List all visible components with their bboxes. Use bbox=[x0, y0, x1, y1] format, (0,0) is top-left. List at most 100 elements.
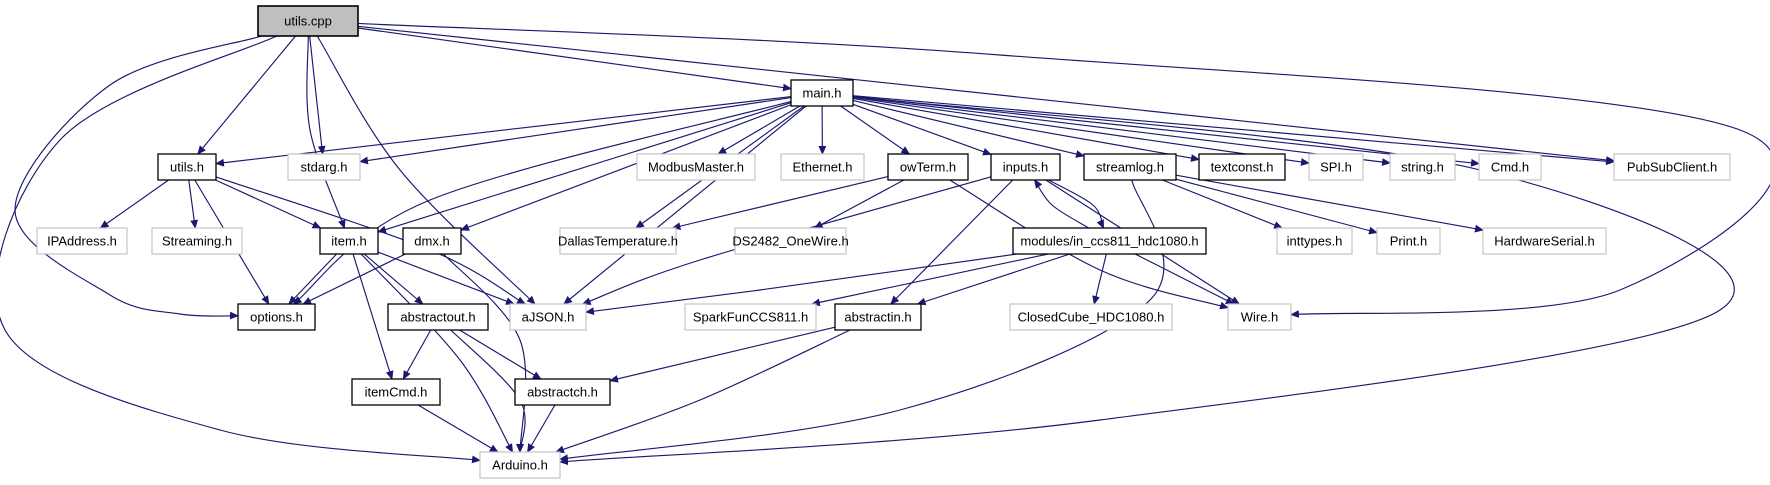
include-edge-streamlog.h-to-Print.h bbox=[1175, 178, 1378, 235]
node-rect-DallasTemperature.h[interactable] bbox=[559, 227, 677, 255]
graph-node-aJSON.h: aJSON.h bbox=[509, 303, 587, 331]
node-rect-aJSON.h[interactable] bbox=[509, 303, 587, 331]
include-edge-main.h-to-utils.h bbox=[215, 96, 792, 167]
include-edge-inputs.h-to-abstractin.h bbox=[890, 179, 1014, 305]
include-edge-modules/in_ccs811_hdc1080.h-to-abstractin.h bbox=[916, 253, 1071, 306]
edges-layer bbox=[0, 22, 1770, 466]
include-edge-utils.h-to-IPAddress.h bbox=[99, 179, 169, 229]
include-edge-main.h-to-aJSON.h bbox=[563, 105, 807, 305]
graph-node-SPI.h: SPI.h bbox=[1308, 153, 1364, 181]
include-edge-main.h-to-options.h bbox=[292, 100, 792, 305]
node-rect-ModbusMaster.h[interactable] bbox=[636, 153, 756, 181]
node-rect-abstractch.h[interactable] bbox=[514, 378, 611, 406]
include-edge-abstractin.h-to-abstractch.h bbox=[609, 326, 836, 383]
node-rect-PubSubClient.h[interactable] bbox=[1613, 153, 1731, 181]
node-rect-Print.h[interactable] bbox=[1376, 227, 1441, 255]
node-rect-stdarg.h[interactable] bbox=[287, 153, 361, 181]
node-rect-SparkFunCCS811.h[interactable] bbox=[684, 303, 817, 331]
include-edge-abstractout.h-to-Arduino.h bbox=[450, 329, 526, 453]
node-rect-utils.cpp[interactable] bbox=[257, 5, 359, 37]
include-edge-abstractch.h-to-Arduino.h bbox=[527, 404, 556, 453]
node-rect-options.h[interactable] bbox=[237, 303, 316, 331]
graph-node-DS2482_OneWire.h: DS2482_OneWire.h bbox=[732, 227, 849, 255]
graph-node-streamlog.h: streamlog.h bbox=[1083, 153, 1177, 181]
include-edge-utils.cpp-to-Wire.h bbox=[357, 22, 1770, 318]
graph-node-Streaming.h: Streaming.h bbox=[151, 227, 243, 255]
include-edge-utils.cpp-to-PubSubClient.h bbox=[357, 25, 1615, 164]
include-edge-modules/in_ccs811_hdc1080.h-to-inputs.h bbox=[1033, 179, 1090, 229]
node-rect-abstractin.h[interactable] bbox=[834, 303, 922, 331]
graph-node-inputs.h: inputs.h bbox=[990, 153, 1061, 181]
include-edge-main.h-to-stdarg.h bbox=[359, 97, 792, 165]
graph-node-ClosedCube_HDC1080.h: ClosedCube_HDC1080.h bbox=[1009, 303, 1173, 331]
graph-node-utils.cpp: utils.cpp bbox=[257, 5, 359, 37]
node-rect-abstractout.h[interactable] bbox=[387, 303, 489, 331]
include-edge-utils.h-to-item.h bbox=[215, 179, 322, 229]
graph-node-item.h: item.h bbox=[319, 227, 379, 255]
node-rect-Cmd.h[interactable] bbox=[1478, 153, 1542, 181]
graph-node-Ethernet.h: Ethernet.h bbox=[780, 153, 865, 181]
graph-node-abstractout.h: abstractout.h bbox=[387, 303, 489, 331]
graph-node-SparkFunCCS811.h: SparkFunCCS811.h bbox=[684, 303, 817, 331]
include-edge-streamlog.h-to-HardwareSerial.h bbox=[1175, 174, 1484, 233]
graph-node-IPAddress.h: IPAddress.h bbox=[36, 227, 128, 255]
include-edge-main.h-to-ModbusMaster.h bbox=[717, 105, 801, 155]
include-edge-owTerm.h-to-Wire.h bbox=[949, 179, 1229, 310]
include-edge-owTerm.h-to-DallasTemperature.h bbox=[671, 175, 889, 230]
include-edge-itemCmd.h-to-Arduino.h bbox=[417, 404, 499, 453]
node-rect-dmx.h[interactable] bbox=[402, 227, 462, 255]
include-edge-utils.cpp-to-main.h bbox=[357, 27, 792, 92]
node-rect-Streaming.h[interactable] bbox=[151, 227, 243, 255]
include-edge-modules/in_ccs811_hdc1080.h-to-aJSON.h bbox=[585, 253, 1017, 316]
include-edge-utils.cpp-to-options.h bbox=[14, 35, 262, 320]
include-edge-item.h-to-itemCmd.h bbox=[352, 253, 394, 380]
node-rect-ClosedCube_HDC1080.h[interactable] bbox=[1009, 303, 1173, 331]
node-rect-item.h[interactable] bbox=[319, 227, 379, 255]
node-rect-string.h[interactable] bbox=[1389, 153, 1456, 181]
node-rect-inttypes.h[interactable] bbox=[1276, 227, 1353, 255]
graph-node-abstractin.h: abstractin.h bbox=[834, 303, 922, 331]
include-edge-main.h-to-streamlog.h bbox=[852, 99, 1085, 158]
node-rect-textconst.h[interactable] bbox=[1198, 153, 1286, 181]
node-rect-IPAddress.h[interactable] bbox=[36, 227, 128, 255]
node-rect-utils.h[interactable] bbox=[157, 153, 217, 181]
node-rect-SPI.h[interactable] bbox=[1308, 153, 1364, 181]
node-rect-owTerm.h[interactable] bbox=[887, 153, 969, 181]
node-rect-main.h[interactable] bbox=[790, 79, 854, 107]
graph-node-Print.h: Print.h bbox=[1376, 227, 1441, 255]
node-rect-modules/in_ccs811_hdc1080.h[interactable] bbox=[1012, 227, 1207, 255]
node-rect-Ethernet.h[interactable] bbox=[780, 153, 865, 181]
graph-node-inttypes.h: inttypes.h bbox=[1276, 227, 1353, 255]
graph-node-itemCmd.h: itemCmd.h bbox=[351, 378, 441, 406]
graph-node-options.h: options.h bbox=[237, 303, 316, 331]
node-rect-DS2482_OneWire.h[interactable] bbox=[734, 227, 847, 255]
node-rect-streamlog.h[interactable] bbox=[1083, 153, 1177, 181]
graph-node-stdarg.h: stdarg.h bbox=[287, 153, 361, 181]
node-rect-Arduino.h[interactable] bbox=[479, 451, 561, 479]
graph-node-main.h: main.h bbox=[790, 79, 854, 107]
include-edge-main.h-to-SPI.h bbox=[852, 96, 1310, 166]
node-rect-itemCmd.h[interactable] bbox=[351, 378, 441, 406]
include-edge-main.h-to-item.h bbox=[377, 102, 792, 234]
graph-node-string.h: string.h bbox=[1389, 153, 1456, 181]
graph-node-DallasTemperature.h: DallasTemperature.h bbox=[558, 227, 678, 255]
graph-node-utils.h: utils.h bbox=[157, 153, 217, 181]
include-edge-owTerm.h-to-DS2482_OneWire.h bbox=[813, 179, 905, 229]
graph-node-dmx.h: dmx.h bbox=[402, 227, 462, 255]
include-edge-abstractout.h-to-itemCmd.h bbox=[402, 329, 432, 380]
graph-node-owTerm.h: owTerm.h bbox=[887, 153, 969, 181]
include-edge-utils.cpp-to-Arduino.h bbox=[0, 35, 481, 464]
graph-node-textconst.h: textconst.h bbox=[1198, 153, 1286, 181]
include-edge-streamlog.h-to-inttypes.h bbox=[1162, 179, 1284, 229]
include-edge-inputs.h-to-aJSON.h bbox=[581, 176, 992, 305]
include-edge-main.h-to-dmx.h bbox=[460, 104, 792, 231]
include-edge-main.h-to-inputs.h bbox=[852, 103, 992, 156]
include-edge-dmx.h-to-options.h bbox=[302, 253, 406, 305]
node-rect-Wire.h[interactable] bbox=[1227, 303, 1292, 331]
graph-node-HardwareSerial.h: HardwareSerial.h bbox=[1482, 227, 1607, 255]
include-edge-item.h-to-Arduino.h bbox=[360, 253, 514, 453]
node-rect-HardwareSerial.h[interactable] bbox=[1482, 227, 1607, 255]
node-rect-inputs.h[interactable] bbox=[990, 153, 1061, 181]
